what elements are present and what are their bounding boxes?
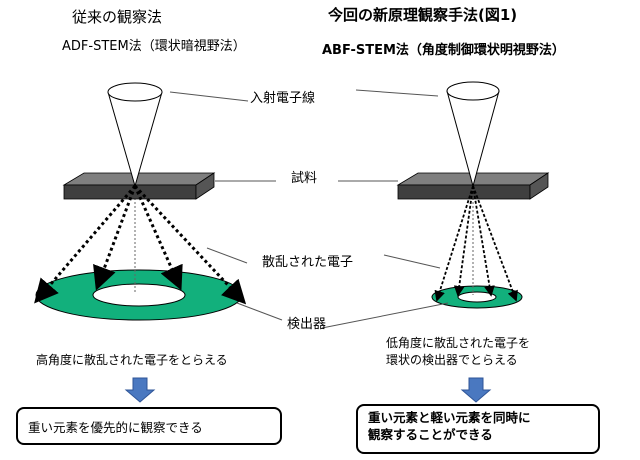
left-beam-cone [107,91,163,188]
left-detector-hole [92,283,186,307]
left-sample-side [195,172,215,200]
right-result-arrow [460,377,492,403]
right-setup [396,81,550,309]
right-result-line1: 重い元素と軽い元素を同時に [368,410,531,425]
detector-label: 検出器 [287,317,327,332]
left-sample-top [62,172,216,186]
right-caption-line1: 低角度に散乱された電子を [386,336,531,350]
right-beam-cone [446,90,500,188]
leader-lines [169,89,449,329]
left-caption: 高角度に散乱された電子をとらえる [36,353,228,367]
right-method: ABF-STEM法（角度制御環状明視野法） [322,43,565,58]
right-caption-line2: 環状の検出器でとらえる [386,353,518,367]
left-result-text: 重い元素を優先的に観察できる [28,420,203,435]
left-method: ADF-STEM法（環状暗視野法） [62,39,246,54]
left-result-box: 重い元素を優先的に観察できる [16,407,282,445]
left-beam-top [107,82,163,102]
right-result-line2: 観察することができる [368,426,493,442]
right-title: 今回の新原理観察手法(図1) [328,6,518,24]
left-result-arrow [124,377,156,403]
right-beam-top [446,81,500,101]
sample-label: 試料 [291,171,318,186]
right-result-box: 重い元素と軽い元素を同時に 観察することができる [356,404,600,454]
scattered-label: 散乱された電子 [262,255,354,270]
left-setup [34,82,247,321]
left-title: 従来の観察法 [72,8,163,26]
beam-label: 入射電子線 [250,91,316,106]
right-sample-front [397,184,531,200]
right-detector-hole [457,291,497,303]
right-sample-side [529,172,549,200]
result-arrows [124,377,492,403]
